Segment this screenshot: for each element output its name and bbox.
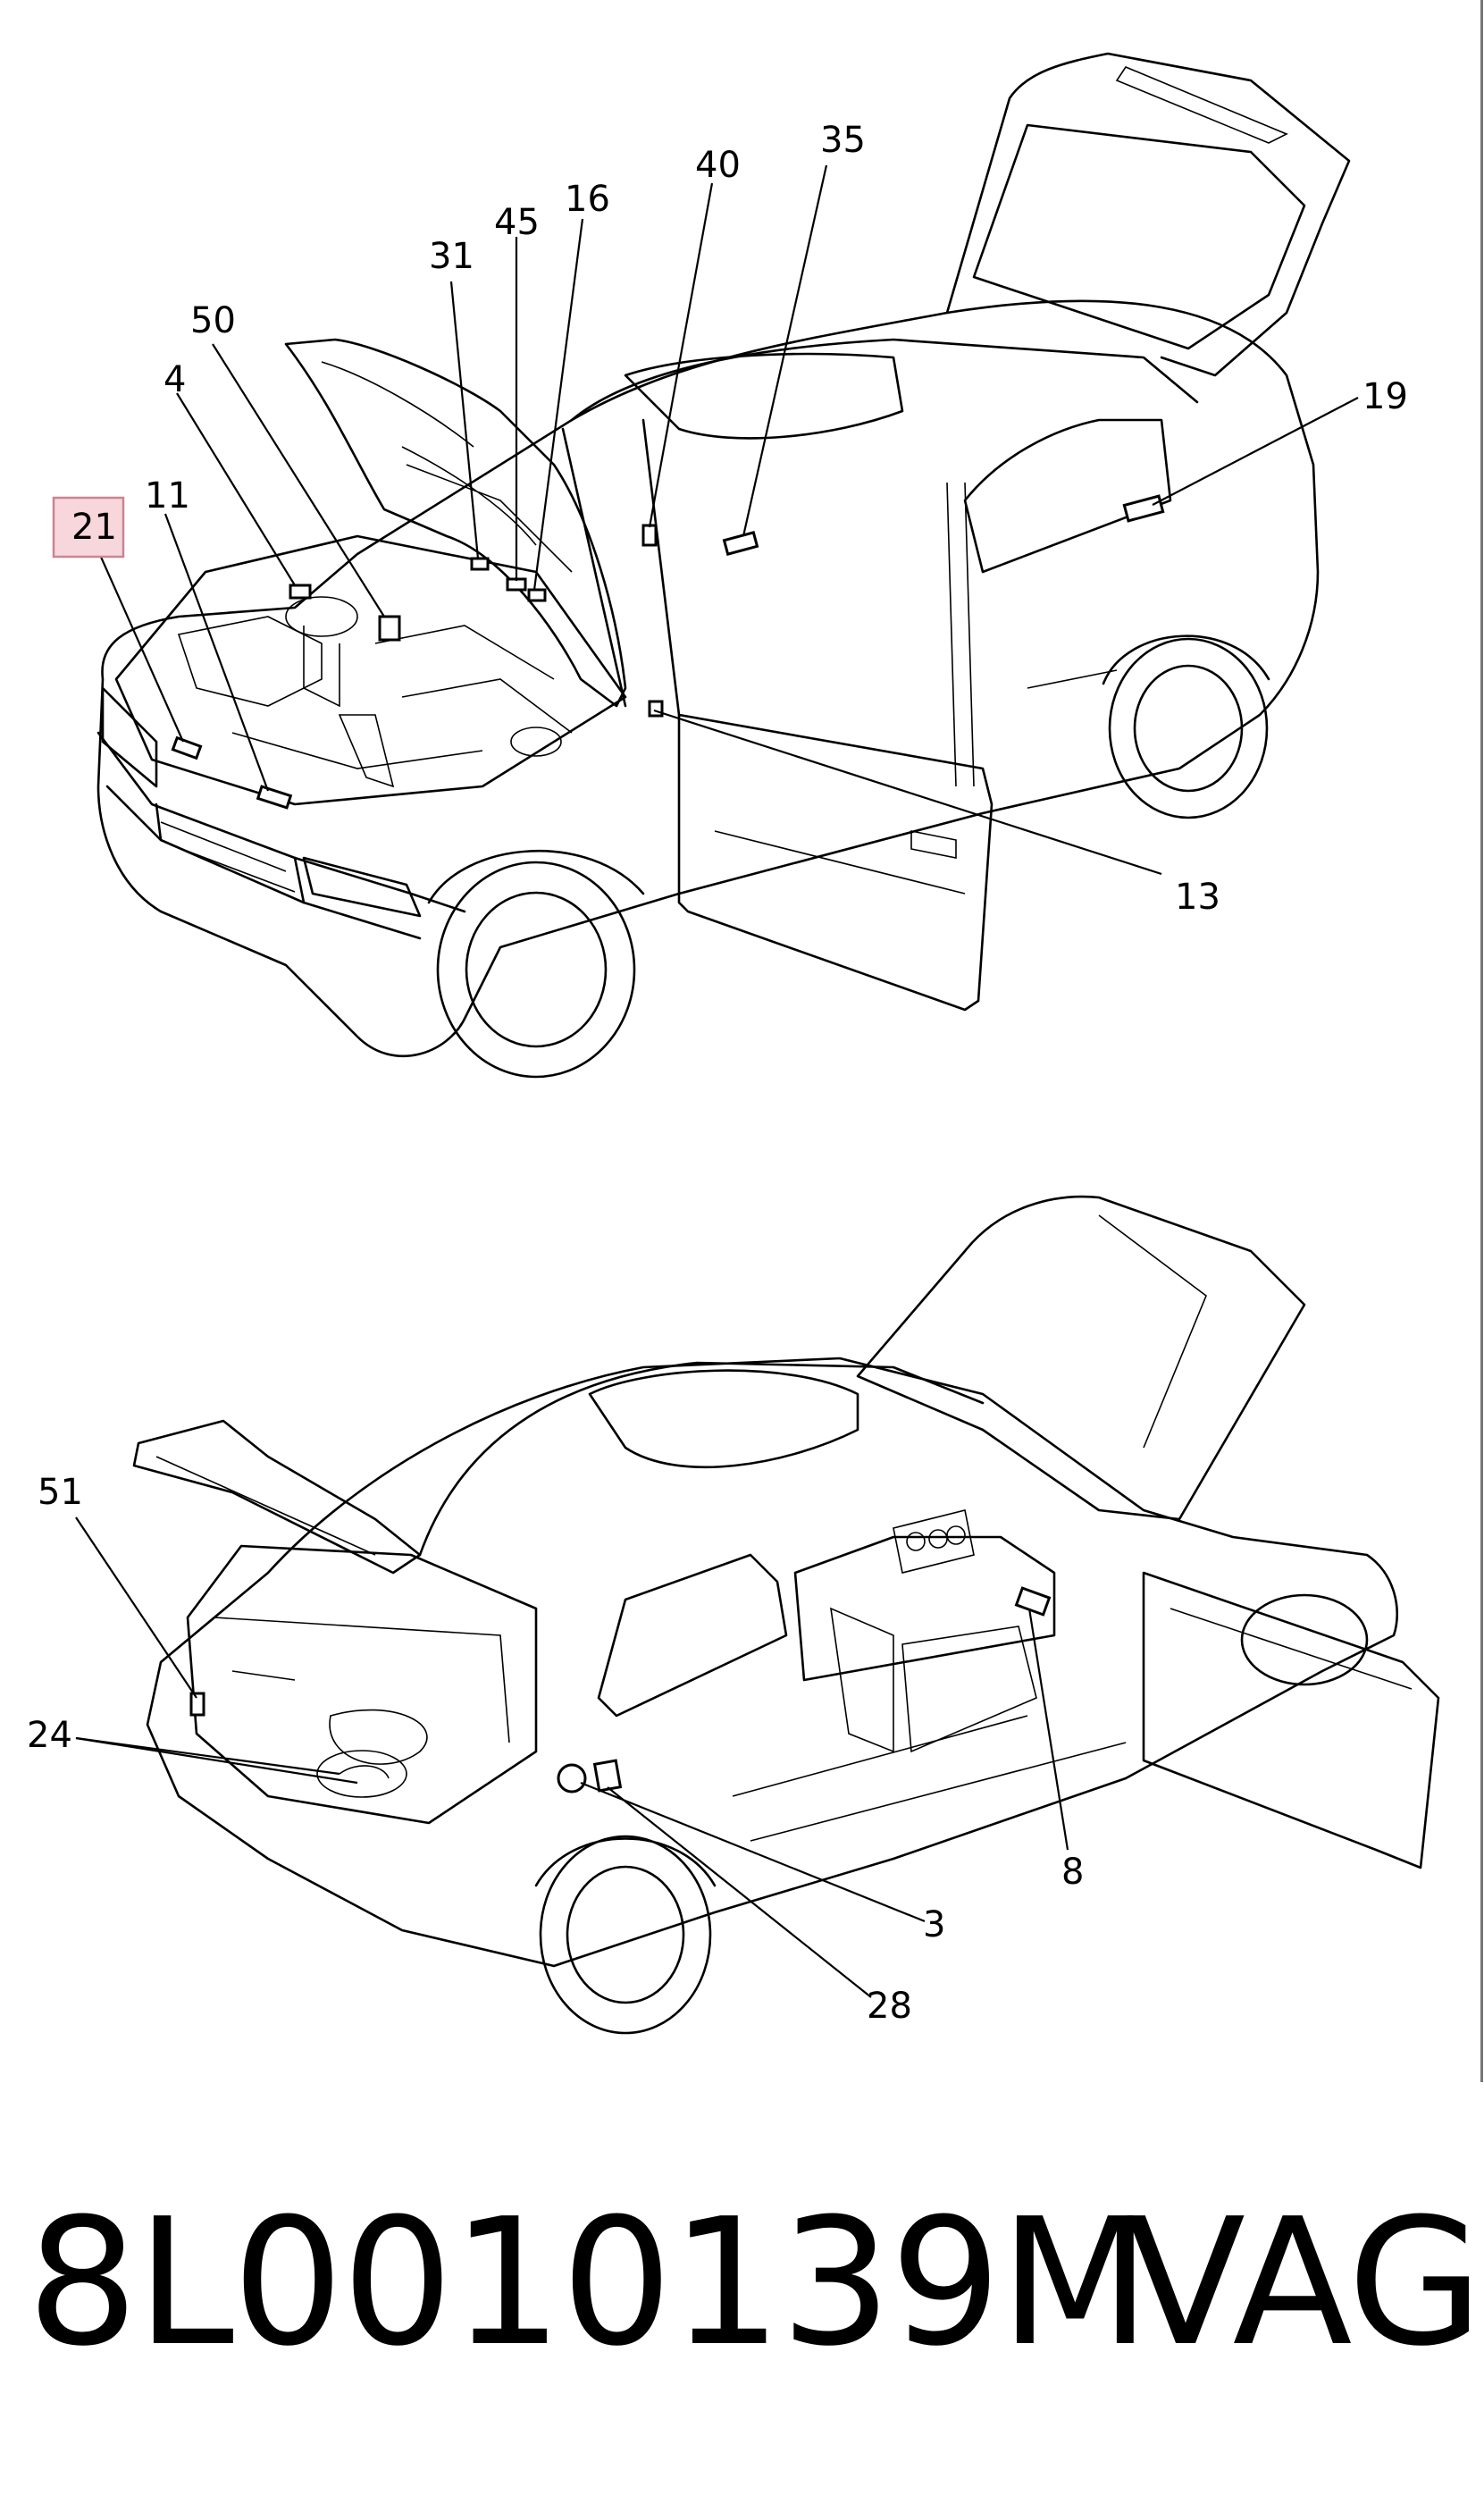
callout-4: 4 <box>163 359 186 400</box>
callout-16: 16 <box>565 179 610 220</box>
callout-35: 35 <box>820 120 866 161</box>
callout-51: 51 <box>38 1472 83 1513</box>
brand-name: VAG <box>1126 2181 1483 2385</box>
callout-40: 40 <box>695 145 741 186</box>
callout-24: 24 <box>27 1715 72 1756</box>
callout-21: 21 <box>71 507 117 548</box>
sticker-markers-bottom <box>189 1586 1052 1794</box>
callout-labels: 21 11 4 50 31 45 16 40 35 19 13 51 24 3 … <box>27 120 1408 2027</box>
car-rear-view <box>132 1195 1440 2035</box>
page-right-border <box>1480 0 1483 2082</box>
callout-45: 45 <box>494 202 540 243</box>
highlight-box-21 <box>52 496 125 559</box>
part-number: 8L0010139M <box>27 2181 1151 2385</box>
callout-8: 8 <box>1061 1852 1084 1893</box>
leader-lines-top <box>95 164 1359 876</box>
leader-lines-bottom <box>75 1516 1069 1998</box>
callout-28: 28 <box>867 1986 912 2027</box>
callout-13: 13 <box>1175 877 1220 918</box>
sticker-markers-top <box>171 494 1165 810</box>
callout-19: 19 <box>1362 376 1408 417</box>
callout-3: 3 <box>923 1904 945 1945</box>
car-front-view <box>96 52 1351 1079</box>
callout-50: 50 <box>190 300 236 341</box>
callout-31: 31 <box>429 236 474 277</box>
callout-11: 11 <box>145 475 190 517</box>
